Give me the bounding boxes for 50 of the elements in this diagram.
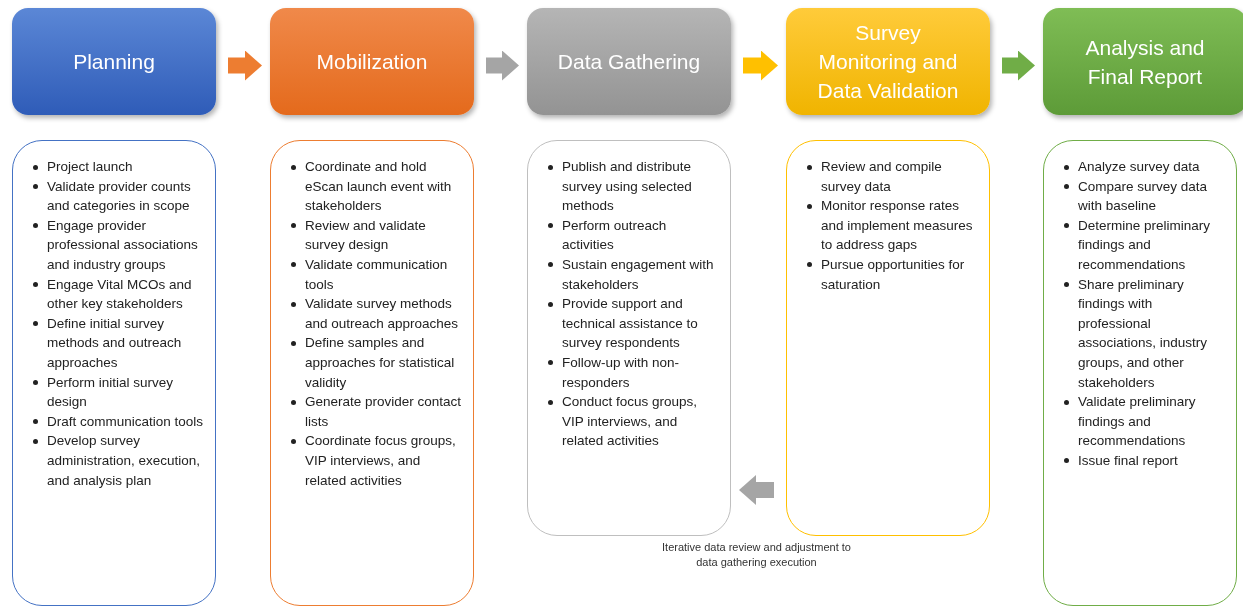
phase-title: Data Gathering: [557, 49, 701, 75]
bullet-item: Draft communication tools: [47, 412, 204, 431]
phase-header-box: [527, 8, 731, 115]
bullet-item: Monitor response rates and implement measures to address gaps: [821, 197, 974, 255]
bullet-item: Project launch: [47, 158, 133, 176]
bullet-item: Coordinate focus groups, VIP interviews, and related activities: [305, 432, 457, 490]
bullet-item: Determine preliminary findings and recommendations: [1078, 216, 1212, 274]
bullet-item: Sustain engagement with stakeholders: [562, 255, 715, 294]
phase-header-box: [1043, 8, 1243, 115]
block-arrow: [743, 50, 778, 81]
phase-header-box: [786, 8, 990, 115]
bullet-item: Conduct focus groups, VIP interviews, and related activities: [562, 393, 699, 451]
bullet-item: Perform outreach activities: [562, 216, 668, 255]
bullet-item: Validate survey methods and outreach approaches: [305, 295, 460, 333]
bullet-item: Share preliminary findings with professional associations, industry groups, and other stakeholders: [1078, 275, 1209, 392]
bullet-item: Develop survey administration, execution, and analysis plan: [47, 432, 202, 490]
bullet-item: Issue final report: [1078, 451, 1178, 470]
phase-title: Planning: [73, 49, 155, 75]
bullet-item: Publish and distribute survey using selected methods: [562, 158, 693, 216]
block-arrow: [228, 50, 262, 81]
task-list-box: [786, 140, 990, 536]
bullet-item: Generate provider contact lists: [305, 393, 463, 431]
bullet-item: Engage provider professional associations and industry groups: [47, 216, 199, 274]
block-arrow: [1002, 50, 1035, 81]
bullet-item: Pursue opportunities for saturation: [821, 255, 966, 294]
bullet-item: Provide support and technical assistance to survey respondents: [562, 295, 699, 353]
bullet-item: Validate provider counts and categories in scope: [47, 177, 192, 216]
bullet-item: Follow-up with non-responders: [562, 353, 681, 392]
phase-header-box: [270, 8, 474, 115]
block-arrow: [739, 475, 774, 505]
bullet-item: Validate communication tools: [305, 255, 449, 294]
task-list-box: [527, 140, 731, 536]
task-list-box: [1043, 140, 1237, 606]
block-arrow: [486, 50, 519, 81]
bullet-item: Engage Vital MCOs and other key stakeholders: [47, 275, 193, 314]
bullet-item: Perform initial survey design: [47, 373, 175, 412]
task-list-box: [270, 140, 474, 606]
phase-title: Analysis and Final Report: [1084, 34, 1206, 90]
task-list-box: [12, 140, 216, 606]
phase-header-box: [12, 8, 216, 115]
bullet-item: Coordinate and hold eScan launch event with stakeholders: [305, 158, 453, 216]
bullet-item: Review and validate survey design: [305, 216, 427, 255]
bullet-item: Validate preliminary findings and recommendations: [1078, 393, 1197, 451]
bullet-item: Define samples and approaches for statistical validity: [305, 334, 456, 392]
phase-title: Mobilization: [316, 49, 428, 75]
phase-title: Survey Monitoring and Data Validation: [816, 20, 960, 104]
bullet-item: Review and compile survey data: [821, 158, 943, 196]
bullet-item: Define initial survey methods and outreach approaches: [47, 314, 183, 372]
bullet-item: Compare survey data with baseline: [1078, 177, 1209, 216]
bullet-item: Analyze survey data: [1078, 158, 1200, 176]
